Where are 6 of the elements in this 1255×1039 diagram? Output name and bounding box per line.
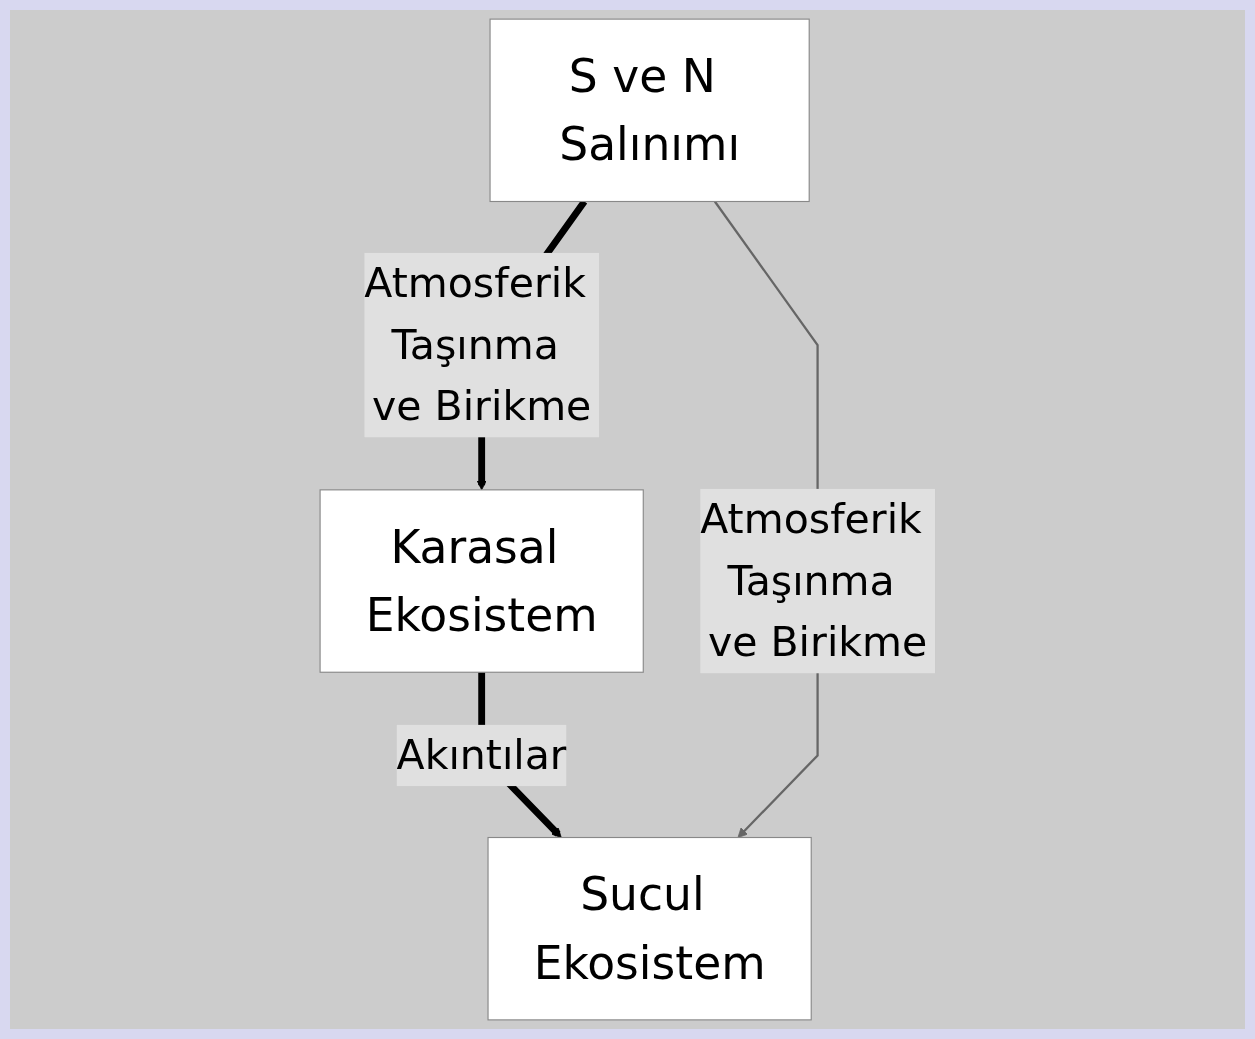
edge-label: Akıntılar bbox=[396, 731, 567, 779]
edge-label: Atmosferik Taşınma ve Birikme bbox=[700, 495, 928, 666]
node-box: S ve N Salınımı bbox=[489, 18, 810, 203]
edge-label: Atmosferik Taşınma ve Birikme bbox=[364, 259, 592, 430]
node-box: Sucul Ekosistem bbox=[487, 836, 812, 1021]
node-box: Karasal Ekosistem bbox=[319, 489, 644, 673]
